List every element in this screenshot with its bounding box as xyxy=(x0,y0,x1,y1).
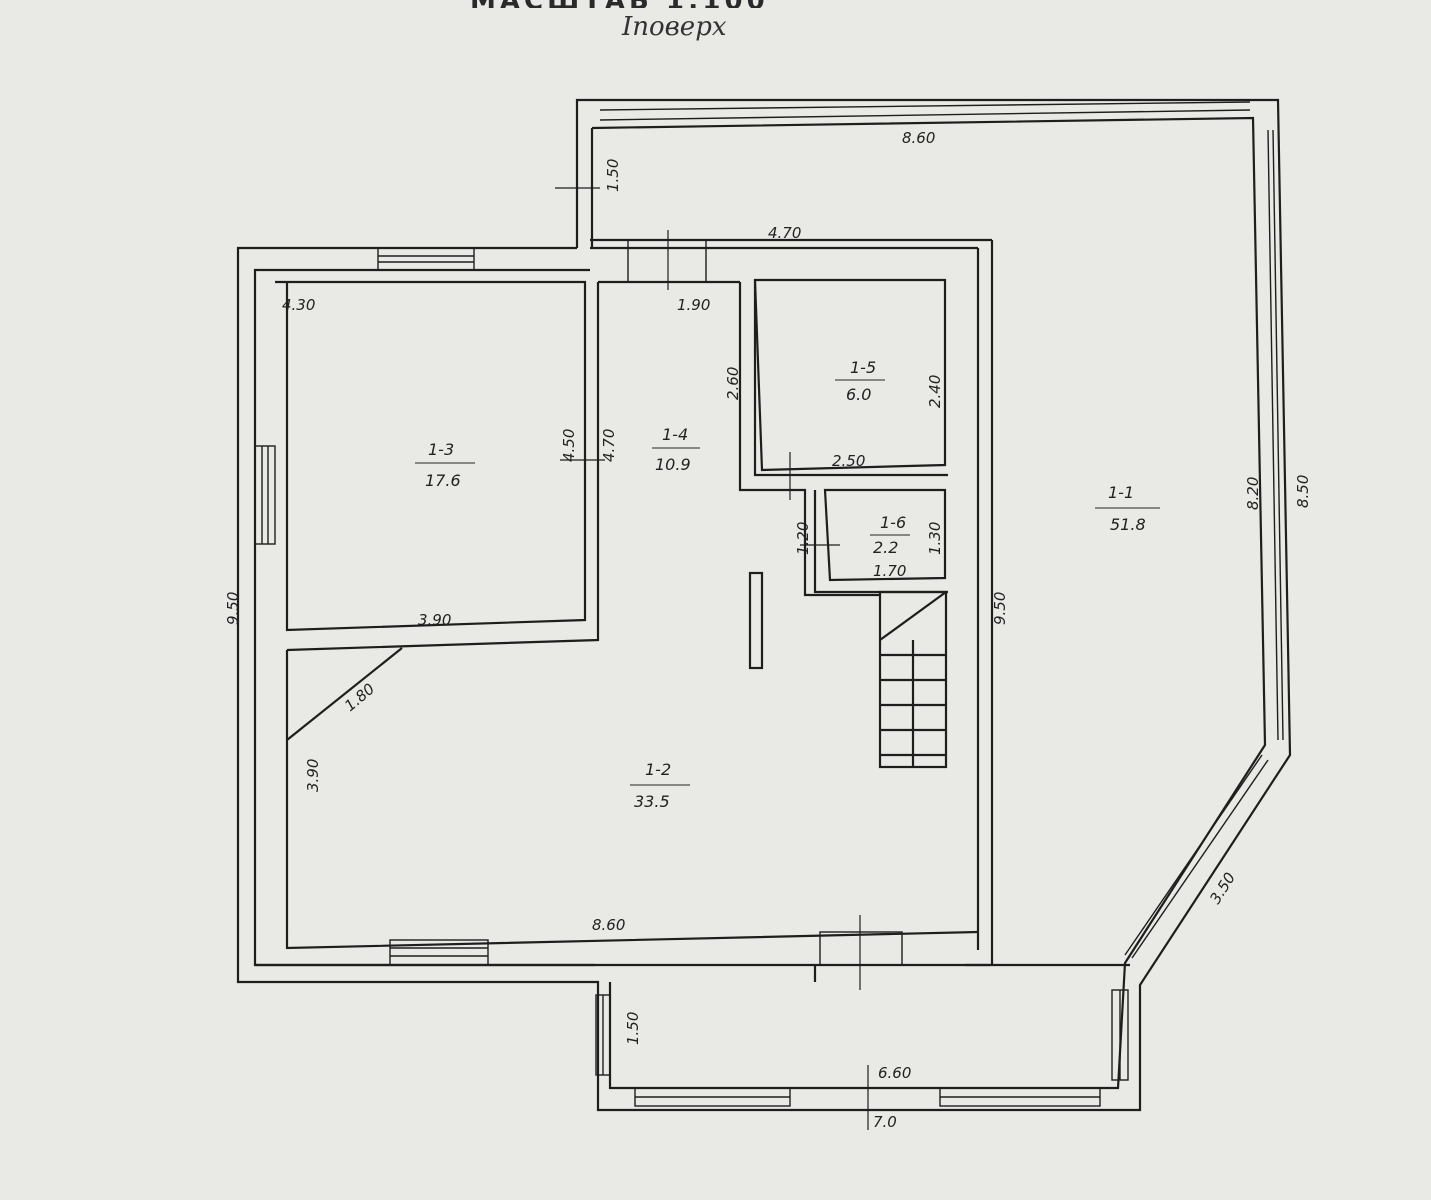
room-1-5-walls xyxy=(753,278,947,472)
walls xyxy=(236,98,1292,1112)
room-1-5-id: 1-5 xyxy=(850,358,876,377)
room-1-3-id: 1-3 xyxy=(428,440,454,459)
dim-room4-left: 2.60 xyxy=(724,367,742,400)
dim-room6-bottom: 1.70 xyxy=(873,562,906,580)
dim-room6-right: 1.30 xyxy=(926,522,944,555)
room-1-4-id: 1-4 xyxy=(662,425,688,444)
room-1-6-id: 1-6 xyxy=(880,513,906,532)
dim-diagonal: 1.80 xyxy=(341,680,378,715)
dim-bottom-stub: 1.50 xyxy=(624,1012,642,1045)
dim-room4-height: 4.70 xyxy=(600,429,618,462)
room-1-2-area: 33.5 xyxy=(634,792,670,811)
dim-left-wall: 9.50 xyxy=(224,592,242,625)
dim-room4-top: 1.90 xyxy=(677,296,710,314)
dim-right-outer: 8.50 xyxy=(1294,475,1312,508)
room-1-3-area: 17.6 xyxy=(425,471,461,490)
scale-title: МАСШТАБ 1:100 xyxy=(470,0,810,8)
room-labels: 1-1 51.8 1-2 33.5 1-3 17.6 1-4 10.9 1-5 … xyxy=(415,358,1160,811)
room-1-2-id: 1-2 xyxy=(645,760,671,779)
dim-bottom-right: 6.60 xyxy=(878,1064,911,1082)
dim-right-inner: 8.20 xyxy=(1244,477,1262,510)
column xyxy=(748,571,764,670)
room-1-1-area: 51.8 xyxy=(1110,515,1146,534)
dim-room2-left: 3.90 xyxy=(304,759,322,792)
dim-room5-bottom: 2.50 xyxy=(832,452,865,470)
dim-room3-corner: 4.30 xyxy=(282,296,315,314)
room-1-5-area: 6.0 xyxy=(846,385,871,404)
dim-top-right: 8.60 xyxy=(902,129,935,147)
dim-room5-height: 2.40 xyxy=(926,375,944,408)
dim-right-wall: 9.50 xyxy=(991,592,1009,625)
dim-room3-bottom: 3.90 xyxy=(418,611,451,629)
dim-room6-left: 1.20 xyxy=(794,522,812,555)
dim-left-top-stub: 1.50 xyxy=(604,159,622,192)
outer-wall-left-block xyxy=(236,98,1292,1112)
room-1-6-walls xyxy=(823,488,947,582)
inner-wall-room-1-1 xyxy=(591,116,1267,1090)
floor-label: Іповерх xyxy=(622,12,727,42)
dim-bottom-outer: 7.0 xyxy=(873,1113,897,1131)
windows xyxy=(254,101,1284,1107)
dim-top-middle: 4.70 xyxy=(768,224,801,242)
room-1-6-area: 2.2 xyxy=(873,538,898,557)
dim-room3-height: 4.50 xyxy=(560,429,578,462)
room-1-1-id: 1-1 xyxy=(1108,483,1134,502)
room-1-3-walls xyxy=(275,280,587,632)
dimension-ticks xyxy=(555,187,869,1130)
room-1-4-area: 10.9 xyxy=(655,455,691,474)
dim-bottom-wall: 8.60 xyxy=(592,916,625,934)
